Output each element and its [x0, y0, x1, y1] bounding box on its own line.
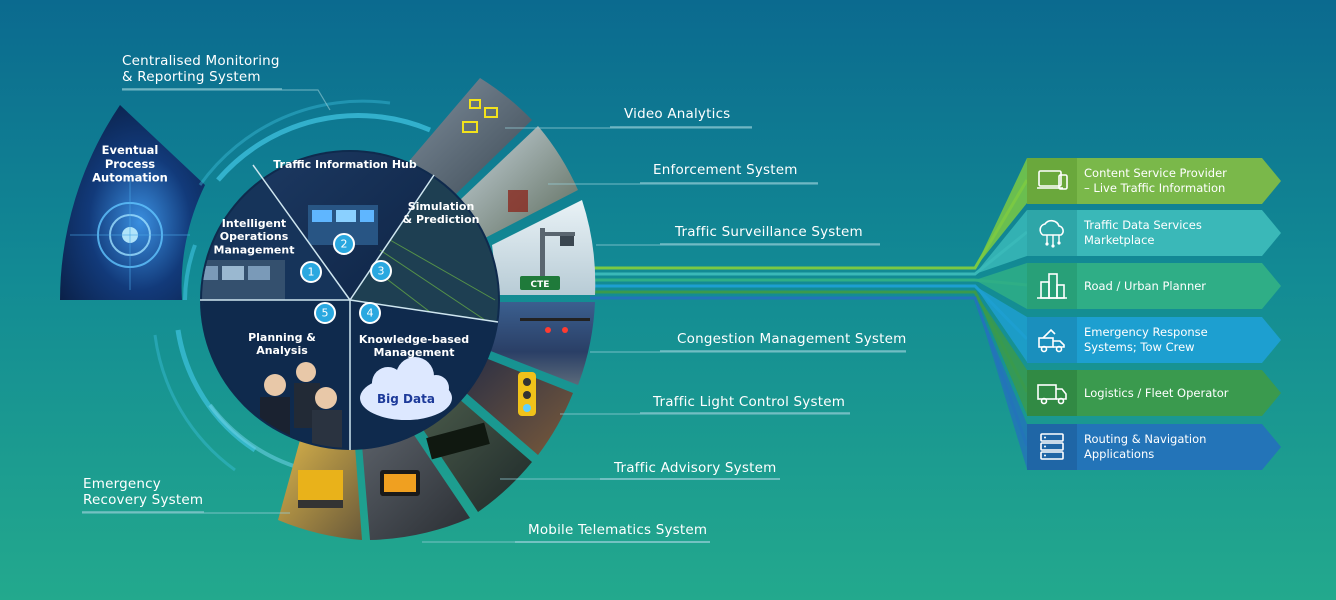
connector-lines: [590, 158, 1029, 469]
stakeholder-label: Content Service Provider – Live Traffic …: [1084, 166, 1227, 195]
stakeholder-box: Content Service Provider – Live Traffic …: [1027, 158, 1281, 204]
congestion-underline: [660, 350, 906, 352]
stakeholder-label: Road / Urban Planner: [1084, 278, 1207, 293]
delivery-truck-icon: [1027, 370, 1077, 416]
enforcement-underline: [640, 182, 818, 184]
video-analytics-label: Video Analytics: [624, 106, 731, 122]
mobile-telematics-underline: [515, 541, 710, 543]
emergency-recovery-underline: [82, 511, 204, 513]
centralised-underline: [122, 88, 282, 90]
stakeholder-label: Routing & Navigation Applications: [1084, 432, 1207, 461]
congestion-management-label: Congestion Management System: [677, 331, 907, 347]
video-analytics-underline: [610, 126, 752, 128]
emergency-recovery-label: Emergency Recovery System: [83, 476, 204, 508]
stakeholder-label: Logistics / Fleet Operator: [1084, 385, 1229, 400]
badge-2: 2: [341, 238, 348, 251]
stakeholder-box: Road / Urban Planner: [1027, 263, 1281, 309]
traffic-advisory-label: Traffic Advisory System: [614, 460, 777, 476]
traffic-surveillance-underline: [660, 243, 880, 245]
badge-1: 1: [308, 266, 315, 279]
enforcement-system-label: Enforcement System: [653, 162, 798, 178]
traffic-advisory-photo: [420, 398, 532, 512]
server-stack-icon: [1027, 424, 1077, 470]
badge-5: 5: [322, 307, 329, 320]
traffic-light-control-label: Traffic Light Control System: [653, 394, 846, 410]
tow-truck-icon: [1027, 317, 1077, 363]
badge-4: 4: [367, 307, 374, 320]
cloud-network-icon: [1027, 210, 1077, 256]
big-data-label: Big Data: [377, 392, 435, 406]
stakeholder-label: Traffic Data Services Marketplace: [1084, 218, 1202, 247]
cte-sign-text: CTE: [531, 280, 550, 290]
city-building-icon: [1027, 263, 1077, 309]
planning-title: Planning &Analysis: [248, 331, 316, 357]
stakeholder-box: Logistics / Fleet Operator: [1027, 370, 1281, 416]
badge-3: 3: [378, 265, 385, 278]
congestion-photo: [488, 302, 595, 385]
enforcement-photo: [460, 126, 578, 238]
traffic-light-underline: [640, 412, 850, 414]
big-data-cloud: Big Data: [360, 357, 452, 420]
central-wheel: Big Data: [200, 150, 500, 450]
eventual-automation-panel: [60, 105, 205, 300]
traffic-surveillance-label: Traffic Surveillance System: [675, 224, 863, 240]
simulation-title: Simulation& Prediction: [403, 200, 480, 226]
hub-title: Traffic Information Hub: [273, 158, 417, 171]
stakeholder-box: Traffic Data Services Marketplace: [1027, 210, 1281, 256]
mobile-telematics-label: Mobile Telematics System: [528, 522, 708, 538]
number-badges: 1 2 3 4 5: [300, 233, 392, 324]
outer-photo-ring: CTE: [278, 78, 596, 540]
video-analytics-photo: [410, 78, 532, 195]
centralised-monitoring-label: Centralised Monitoring & Reporting Syste…: [122, 53, 280, 85]
stakeholder-label: Emergency Response Systems; Tow Crew: [1084, 325, 1208, 354]
laptop-phone-icon: [1027, 158, 1077, 204]
stakeholder-box: Emergency Response Systems; Tow Crew: [1027, 317, 1281, 363]
stakeholder-box: Routing & Navigation Applications: [1027, 424, 1281, 470]
traffic-advisory-underline: [600, 478, 780, 480]
decorative-arcs: [153, 99, 431, 472]
